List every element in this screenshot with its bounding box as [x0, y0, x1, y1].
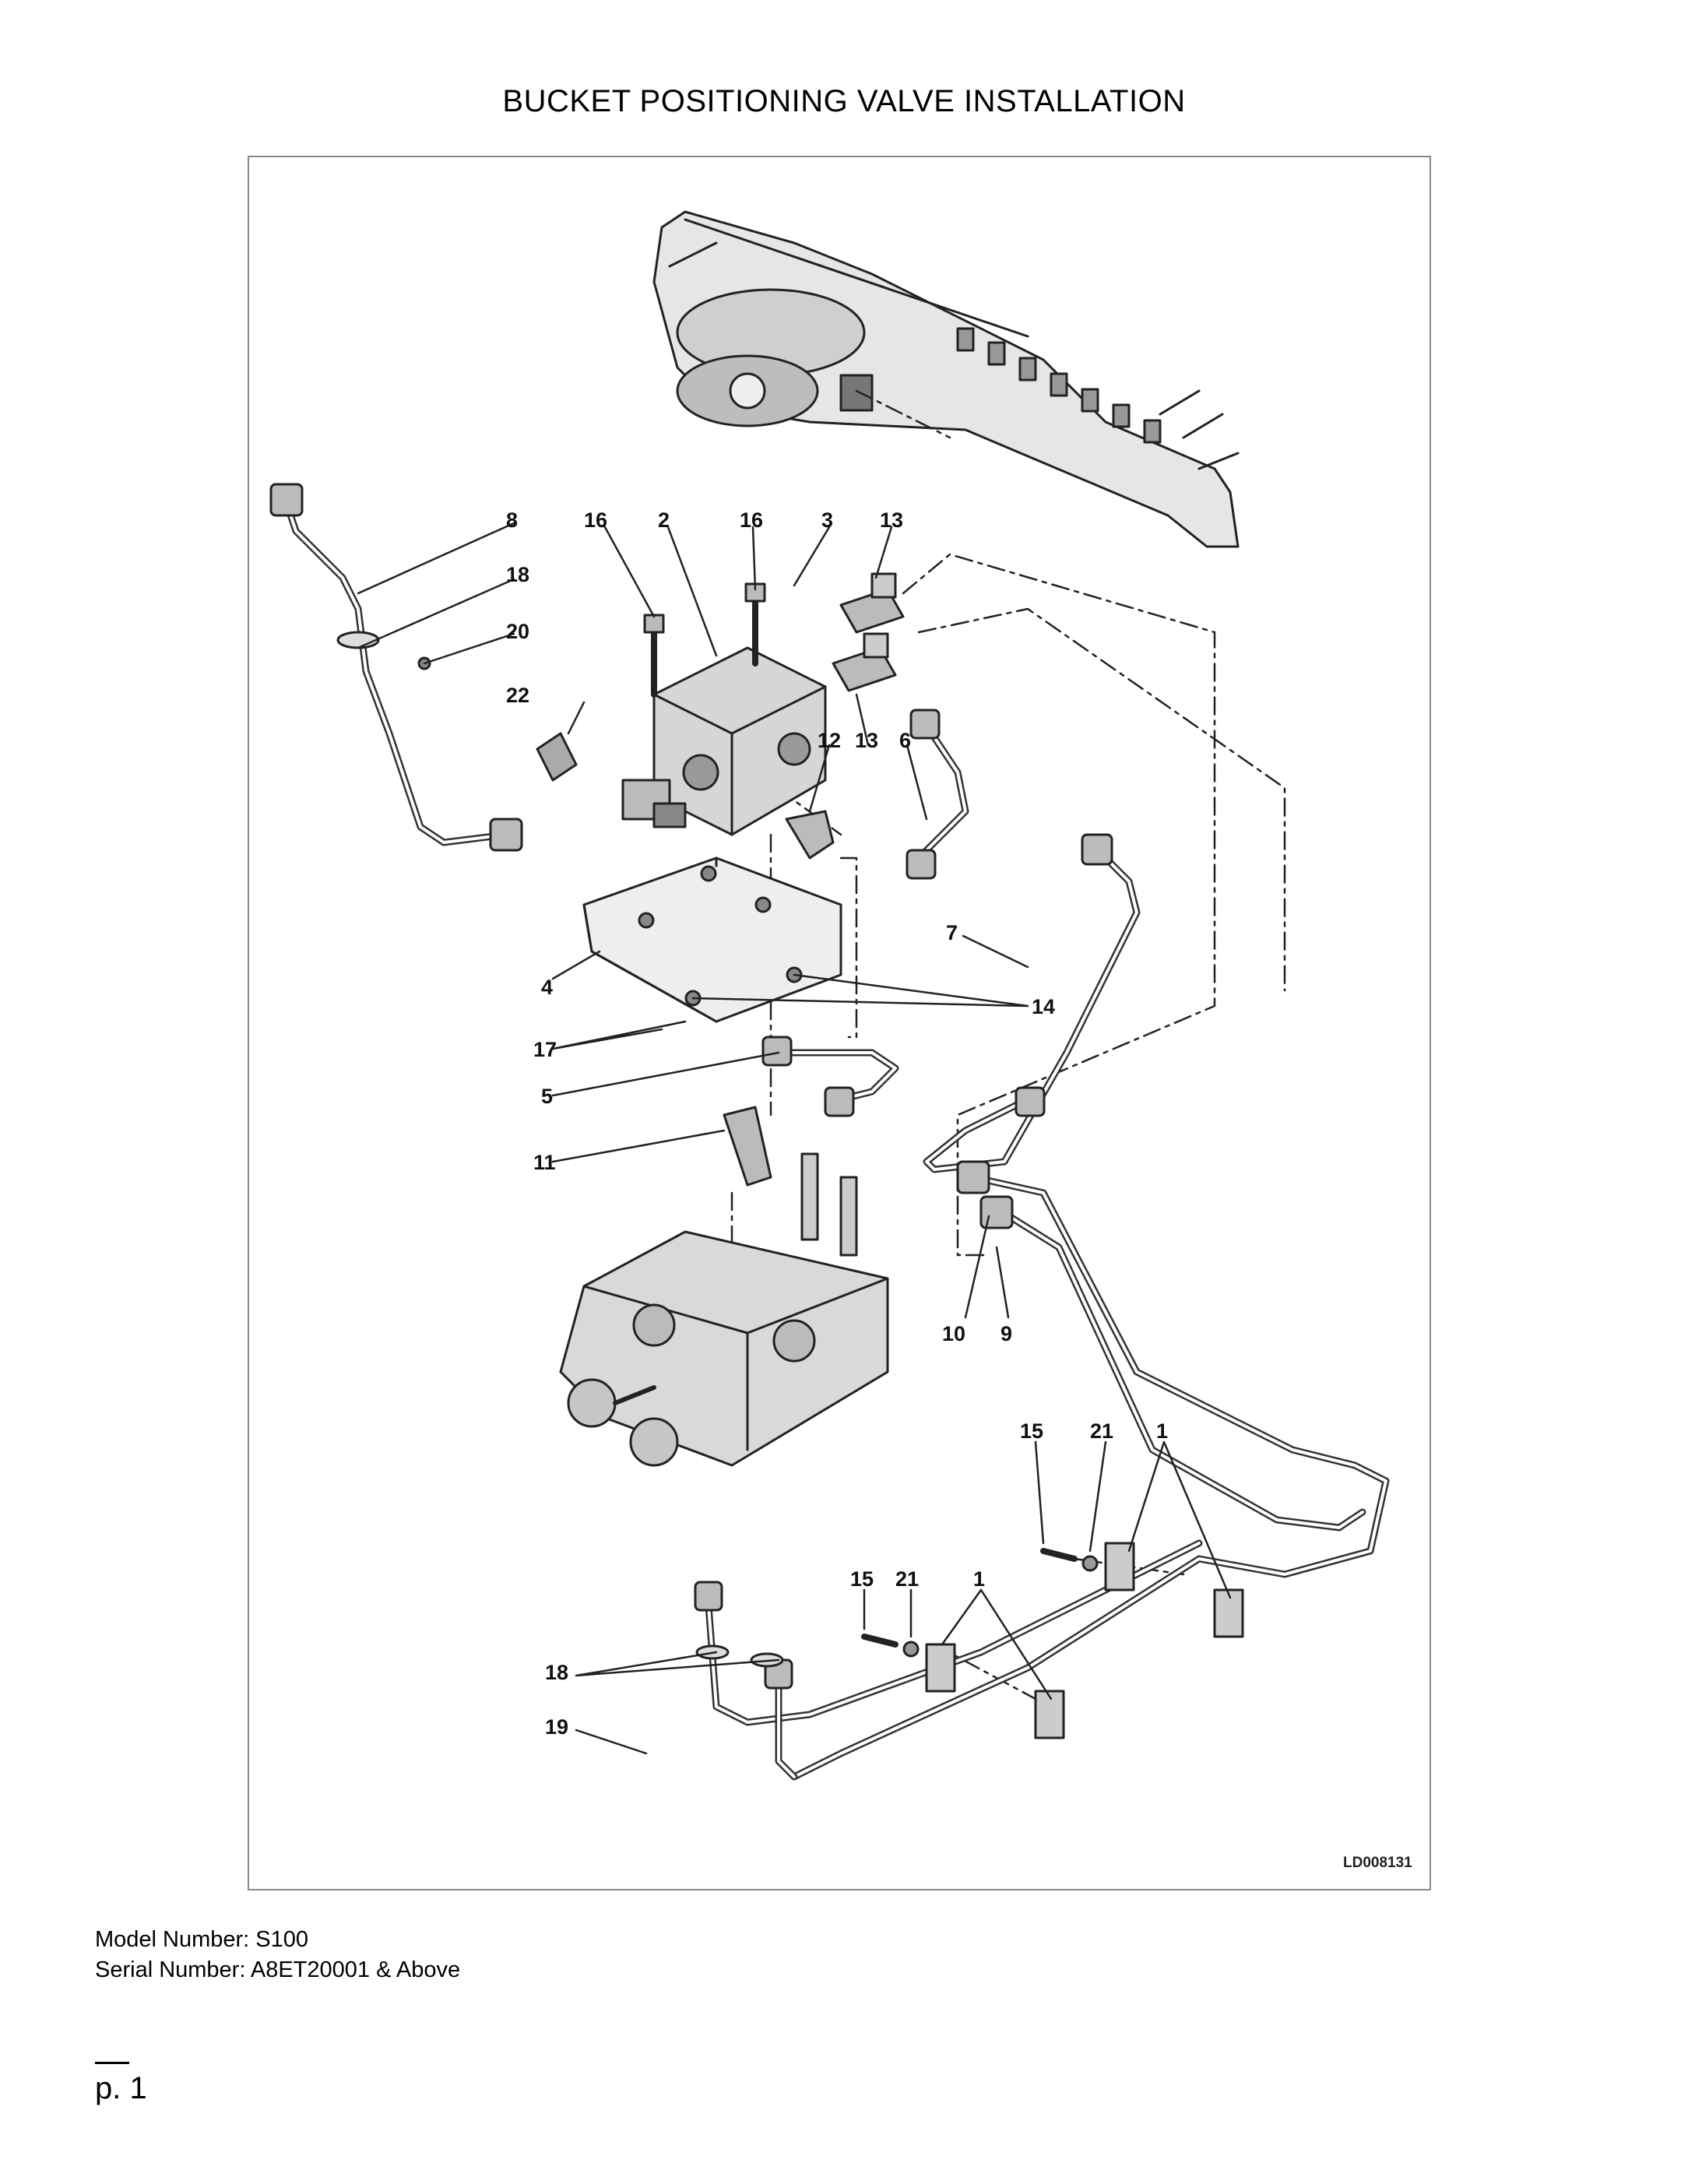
callout-15-upper: 15: [1020, 1419, 1043, 1443]
fitting-22: [536, 732, 578, 782]
center-lines: [582, 389, 1286, 1700]
elbow-fitting-11: [723, 1106, 772, 1187]
bolt-15-upper: [1040, 1548, 1078, 1562]
callout-18-lower: 18: [545, 1661, 568, 1684]
callout-16-left: 16: [584, 508, 607, 532]
callout-1-lower: 1: [973, 1567, 985, 1591]
figure-frame: 8 16 2 16 3 13 18 20 22 12 13 6 7 4 14 1…: [248, 156, 1431, 1890]
clamp-1-lower: [925, 1643, 1065, 1739]
callout-2: 2: [658, 508, 670, 532]
callout-3: 3: [821, 508, 833, 532]
model-number: Model Number: S100: [95, 1927, 309, 1952]
callout-6: 6: [899, 729, 911, 752]
callout-20: 20: [506, 620, 529, 643]
bolt-15-lower: [861, 1634, 899, 1648]
callout-9: 9: [1000, 1322, 1012, 1345]
callout-12: 12: [818, 729, 841, 752]
callout-13-upper: 13: [880, 508, 903, 532]
callout-14: 14: [1032, 995, 1055, 1018]
elbow-fitting-12: [785, 810, 835, 860]
callout-4: 4: [541, 976, 553, 999]
callout-10: 10: [942, 1322, 965, 1345]
callout-17: 17: [533, 1038, 557, 1061]
control-valve: [559, 1152, 889, 1467]
valve-block-2: [621, 646, 827, 836]
callout-15-lower: 15: [850, 1567, 874, 1591]
mounting-plate-4: [582, 856, 842, 1023]
callout-19: 19: [545, 1715, 568, 1739]
page-dash: [95, 2062, 129, 2064]
callout-11: 11: [533, 1151, 556, 1174]
callout-5: 5: [541, 1085, 553, 1108]
callout-21-lower: 21: [895, 1567, 919, 1591]
screw-19: [613, 1385, 656, 1405]
serial-number: Serial Number: A8ET20001 & Above: [95, 1957, 461, 1982]
callout-7: 7: [946, 921, 958, 944]
page-number: p. 1: [95, 2071, 147, 2105]
leader-lines: [357, 522, 1232, 1755]
callout-22: 22: [506, 684, 529, 707]
callout-16-right: 16: [740, 508, 763, 532]
figure-ref-code: LD008131: [1343, 1855, 1412, 1871]
callout-13-lower: 13: [855, 729, 878, 752]
callout-8: 8: [506, 508, 518, 532]
page-title: BUCKET POSITIONING VALVE INSTALLATION: [502, 84, 1186, 118]
tee-fitting-13-lower: [832, 632, 897, 692]
callout-18-upper: 18: [506, 563, 529, 586]
callout-1-upper: 1: [1156, 1419, 1168, 1443]
exploded-view-diagram: 8 16 2 16 3 13 18 20 22 12 13 6 7 4 14 1…: [269, 210, 1412, 1871]
tee-fitting-13-upper: [839, 572, 905, 634]
callout-21-upper: 21: [1090, 1419, 1113, 1443]
tube-6: [915, 722, 969, 862]
cab-panel-drawing: [652, 210, 1240, 548]
